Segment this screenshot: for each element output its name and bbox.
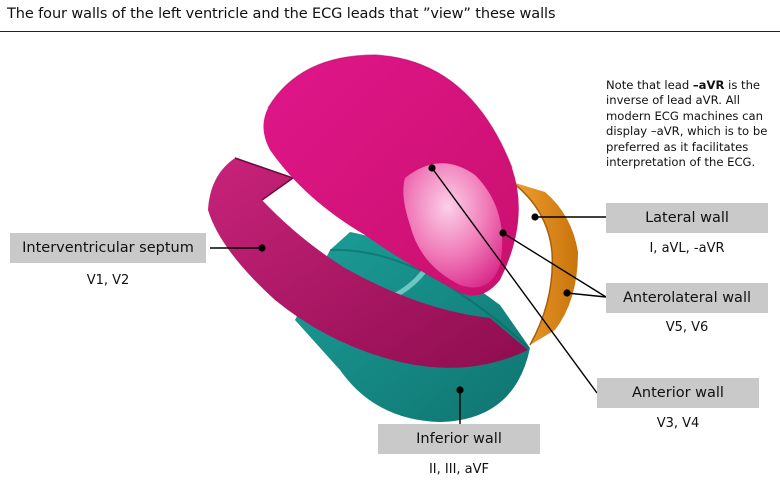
leader-dots xyxy=(258,164,571,394)
leader-lines xyxy=(210,167,607,424)
lateral-wall-shape xyxy=(511,181,578,346)
inferior-dot xyxy=(456,386,464,394)
title-divider xyxy=(0,31,780,32)
anterolateral-dot-2 xyxy=(563,289,571,297)
anterolateral-leader-1 xyxy=(502,232,607,298)
anterior-leads: V3, V4 xyxy=(656,416,700,431)
note-prefix: Note that lead xyxy=(606,78,693,92)
anterolateral-leads: V5, V6 xyxy=(665,320,709,335)
anterolateral-label: Anterolateral wall xyxy=(606,283,768,313)
lateral-dot xyxy=(531,213,539,221)
lateral-leads: I, aVL, -aVR xyxy=(649,241,725,256)
lateral-label: Lateral wall xyxy=(606,203,768,233)
anterior-label: Anterior wall xyxy=(597,378,759,408)
anterior-dot xyxy=(428,164,436,172)
anterolateral-leader-2 xyxy=(566,292,607,298)
anterior-leader xyxy=(431,167,598,394)
septum-leads: V1, V2 xyxy=(86,273,130,288)
septum-label: Interventricular septum xyxy=(10,233,206,263)
septum-dot xyxy=(258,244,266,252)
note-lead: –aVR xyxy=(692,78,725,92)
anterolateral-dot-1 xyxy=(499,229,507,237)
note-suffix: is the inverse of lead aVR. All modern E… xyxy=(606,78,768,170)
inferior-leads: II, III, aVF xyxy=(428,462,490,477)
inferior-label: Inferior wall xyxy=(378,424,540,454)
avr-note: Note that lead –aVR is the inverse of le… xyxy=(606,78,780,170)
anterior-wall-shape xyxy=(263,54,519,296)
figure-title: The four walls of the left ventricle and… xyxy=(7,6,556,22)
